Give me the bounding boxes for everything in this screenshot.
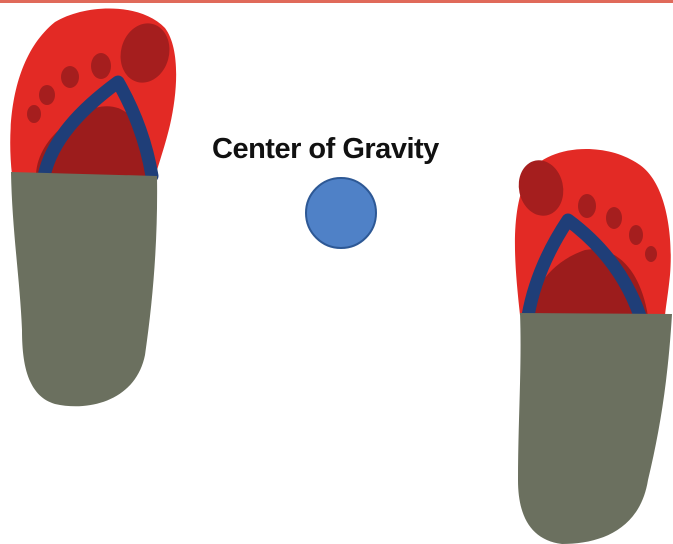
left-flip-flop [10,8,176,406]
left-toe-2 [91,53,111,79]
right-footprint [518,313,672,544]
left-toe-5 [27,105,41,123]
right-toe-5 [645,246,657,262]
right-toe-2 [578,194,596,218]
left-footprint [11,172,157,406]
right-flip-flop [514,149,672,544]
left-toe-3 [61,66,79,88]
right-toe-3 [606,207,622,229]
left-toe-4 [39,85,55,105]
center-of-gravity-dot [306,178,376,248]
right-toe-4 [629,225,643,245]
center-of-gravity-label: Center of Gravity [212,133,439,166]
